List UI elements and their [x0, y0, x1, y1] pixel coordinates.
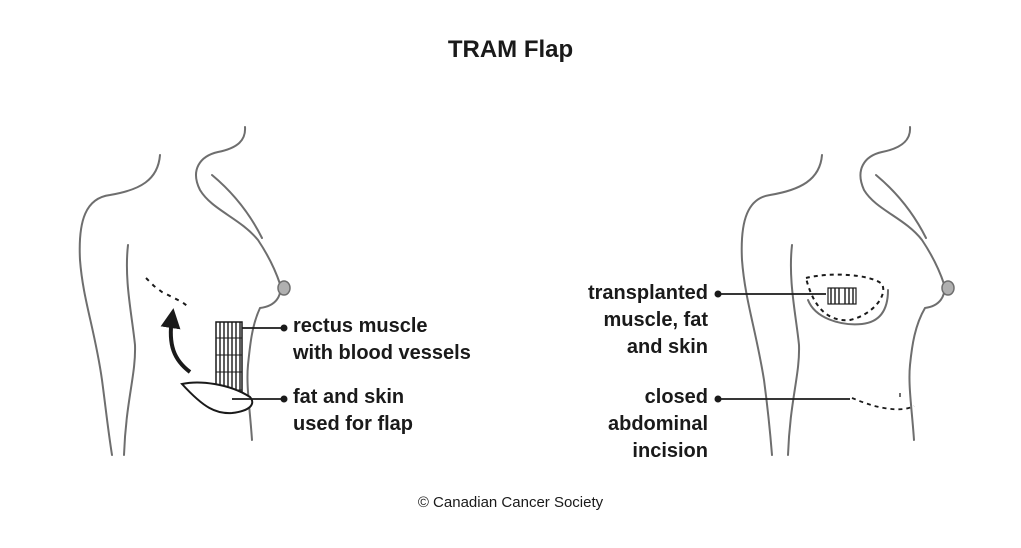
- transplanted-label-line-2: muscle, fat: [603, 309, 708, 331]
- incision-label: closed abdominal incision: [540, 384, 708, 465]
- flap-label-line-1: fat and skin: [293, 386, 405, 408]
- flap-movement-arrow: [160, 308, 192, 374]
- flap-shape: [180, 381, 254, 415]
- transplanted-label: transplanted muscle, fat and skin: [540, 280, 708, 361]
- left-torso-outline: [78, 126, 282, 456]
- diagram-title: TRAM Flap: [447, 36, 574, 63]
- transplanted-leader-dot: [714, 290, 722, 298]
- transplanted-muscle: [827, 287, 857, 305]
- incision-label-line-3: incision: [632, 440, 708, 462]
- transplanted-label-line-3: and skin: [626, 336, 708, 358]
- left-nipple: [277, 280, 291, 296]
- closed-abdominal-incision: [851, 397, 915, 411]
- copyright-footer: © Canadian Cancer Society: [417, 494, 604, 511]
- rectus-leader-dot: [280, 324, 288, 332]
- rectus-label-line-2: with blood vessels: [293, 342, 471, 364]
- flap-label: fat and skin used for flap: [293, 384, 413, 438]
- flap-leader-dot: [280, 395, 288, 403]
- rectus-label-line-1: rectus muscle: [293, 315, 428, 337]
- mastectomy-incision-left: [145, 277, 191, 309]
- incision-label-line-2: abdominal: [607, 413, 708, 435]
- flap-label-line-2: used for flap: [293, 413, 414, 435]
- right-torso-outline: [740, 126, 946, 456]
- rectus-muscle-label: rectus muscle with blood vessels: [293, 313, 471, 367]
- transplanted-label-line-1: transplanted: [587, 282, 708, 304]
- incision-leader-dot: [714, 395, 722, 403]
- right-nipple: [941, 280, 955, 296]
- incision-label-line-1: closed: [644, 386, 708, 408]
